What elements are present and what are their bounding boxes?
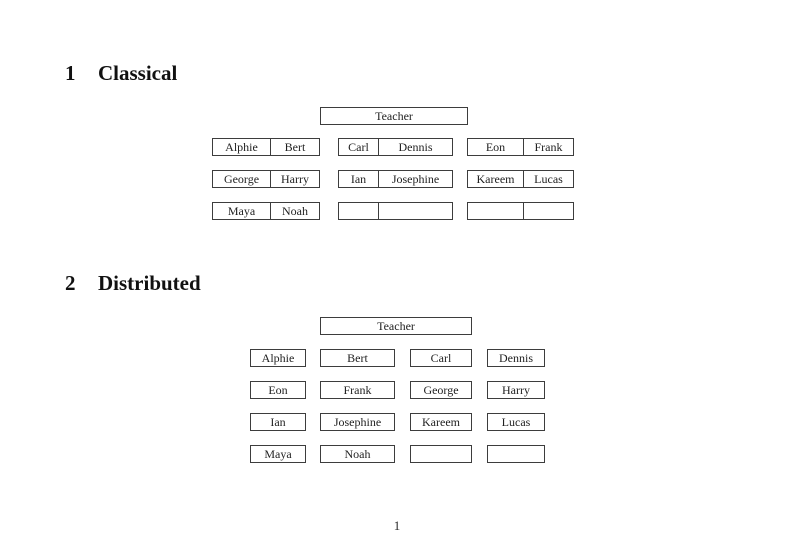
seat-cell: Bert xyxy=(284,140,306,154)
seat-cell: George xyxy=(213,171,271,187)
desk: Alphie Bert xyxy=(212,138,320,156)
section-title: Distributed xyxy=(98,271,201,295)
teacher-box: Teacher xyxy=(320,107,468,125)
seat-cell: Dennis xyxy=(398,140,433,154)
desk: Eon Frank xyxy=(467,138,574,156)
seat-box: Eon xyxy=(250,381,306,399)
desk xyxy=(338,202,453,220)
section-heading-classical: 1 Classical xyxy=(65,62,177,84)
seat-cell: Alphie xyxy=(213,139,271,155)
teacher-box: Teacher xyxy=(320,317,472,335)
seat-box xyxy=(487,445,545,463)
seat-cell: Noah xyxy=(282,204,308,218)
seat-cell: Ian xyxy=(339,171,379,187)
seat-box: Bert xyxy=(320,349,395,367)
teacher-label: Teacher xyxy=(375,109,413,123)
section-title: Classical xyxy=(98,61,178,85)
seat-box: Ian xyxy=(250,413,306,431)
seat-cell: Harry xyxy=(281,172,309,186)
seat-cell: Carl xyxy=(339,139,379,155)
seat-box: Alphie xyxy=(250,349,306,367)
seat-box xyxy=(410,445,472,463)
desk: Carl Dennis xyxy=(338,138,453,156)
seat-cell xyxy=(524,203,573,219)
section-heading-distributed: 2 Distributed xyxy=(65,272,201,294)
seat-box: Noah xyxy=(320,445,395,463)
seat-box: Frank xyxy=(320,381,395,399)
seat-box: Lucas xyxy=(487,413,545,431)
seat-cell xyxy=(339,203,379,219)
seat-box: Maya xyxy=(250,445,306,463)
teacher-label: Teacher xyxy=(377,319,415,333)
seat-cell xyxy=(379,203,452,219)
seat-box: George xyxy=(410,381,472,399)
seat-cell: Lucas xyxy=(534,172,563,186)
seat-cell xyxy=(468,203,524,219)
section-number: 1 xyxy=(65,61,76,85)
seat-cell: Josephine xyxy=(391,172,440,186)
seat-box: Kareem xyxy=(410,413,472,431)
desk: Maya Noah xyxy=(212,202,320,220)
desk: Ian Josephine xyxy=(338,170,453,188)
seat-box: Dennis xyxy=(487,349,545,367)
section-number: 2 xyxy=(65,271,76,295)
seat-box: Josephine xyxy=(320,413,395,431)
desk: George Harry xyxy=(212,170,320,188)
seat-box: Harry xyxy=(487,381,545,399)
seat-cell: Eon xyxy=(468,139,524,155)
desk: Kareem Lucas xyxy=(467,170,574,188)
seat-box: Carl xyxy=(410,349,472,367)
seat-cell: Frank xyxy=(534,140,563,154)
page-number: 1 xyxy=(393,518,401,533)
seat-cell: Kareem xyxy=(468,171,524,187)
seat-cell: Maya xyxy=(213,203,271,219)
desk xyxy=(467,202,574,220)
